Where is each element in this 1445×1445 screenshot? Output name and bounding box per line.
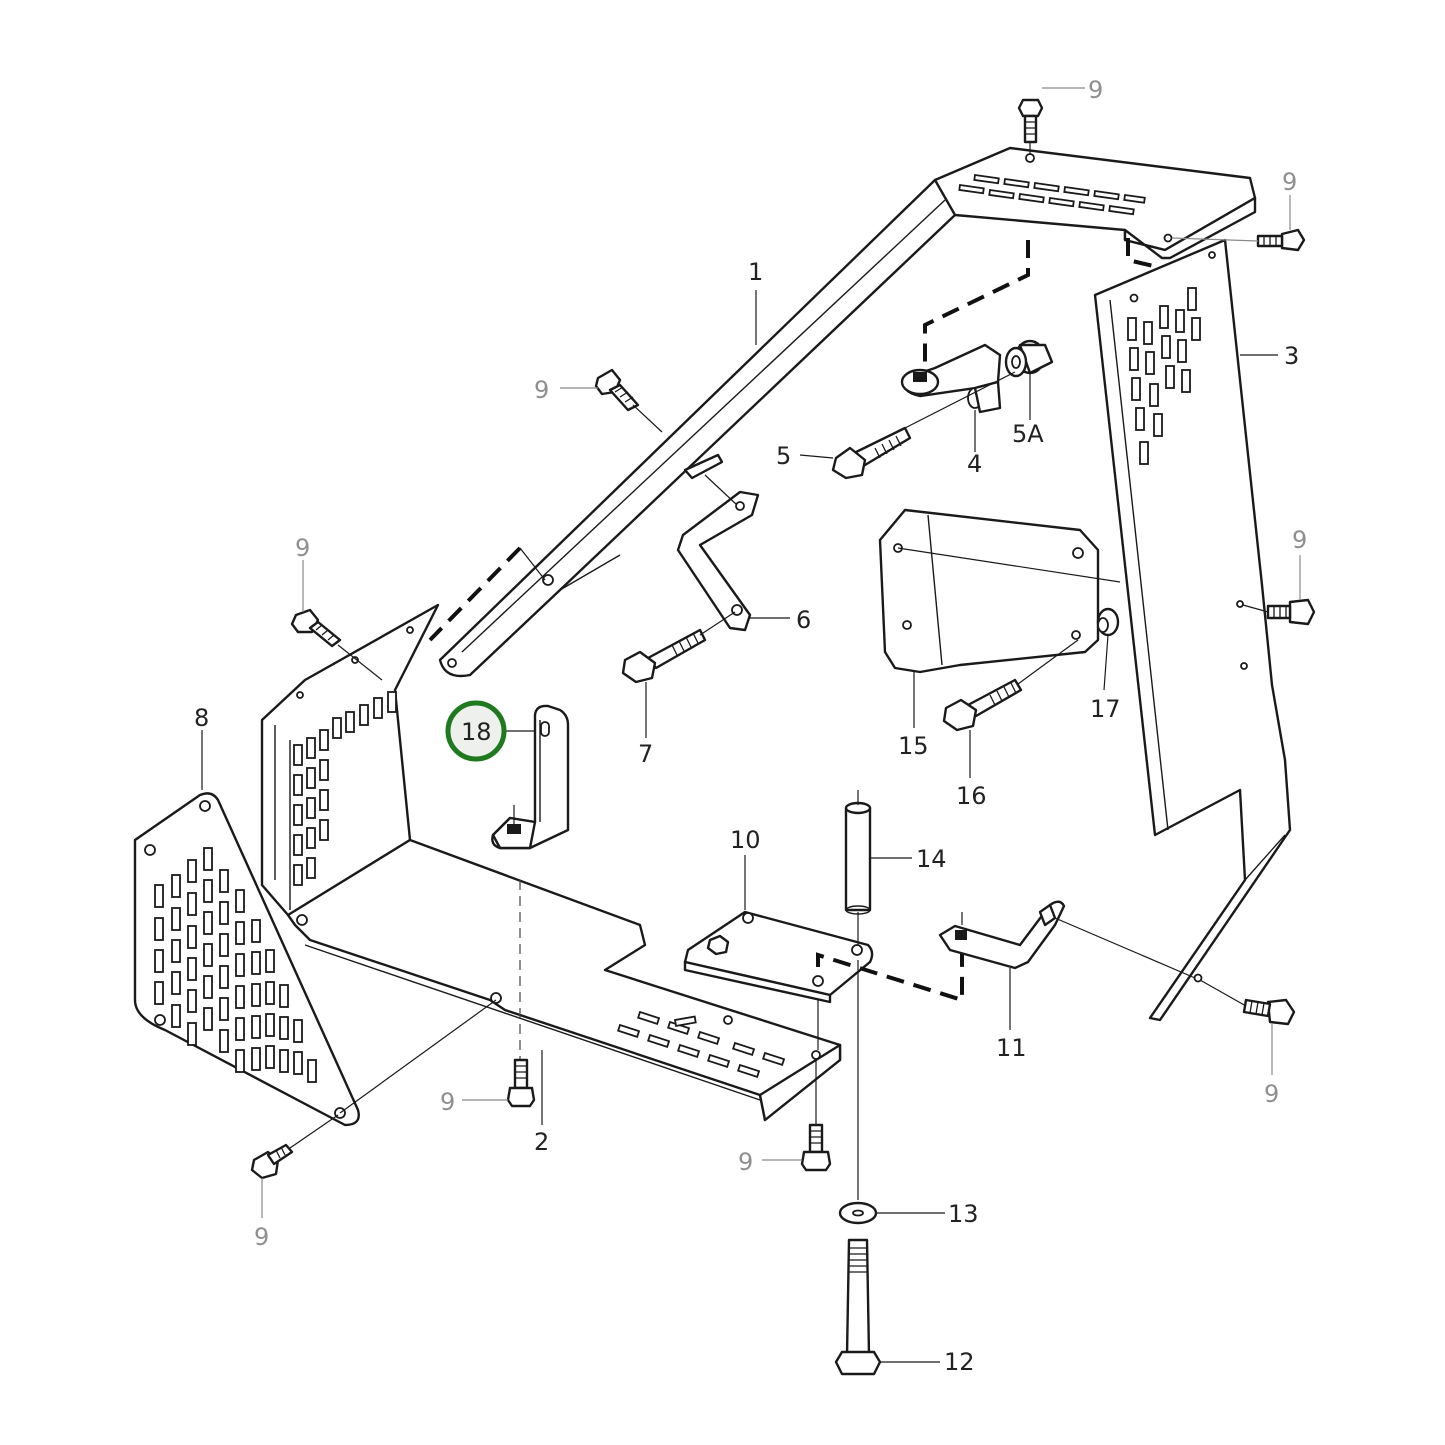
part-10-mounting-plate[interactable] <box>683 910 964 1050</box>
callout-2[interactable]: 2 <box>534 1128 549 1156</box>
callout-5a[interactable]: 5A <box>1012 420 1044 448</box>
callout-18[interactable]: 18 <box>461 718 492 746</box>
callout-9-left-panel[interactable]: 9 <box>295 534 310 562</box>
screw-9-top-right[interactable] <box>1171 228 1306 252</box>
part-7-bracket-bolt[interactable] <box>621 611 736 684</box>
part-15-gusset-plate[interactable] <box>878 508 1121 674</box>
screw-9-left-panel[interactable] <box>290 608 383 681</box>
callout-9-bottom-right[interactable]: 9 <box>1264 1080 1279 1108</box>
part-6-support-bracket[interactable] <box>676 453 760 632</box>
callout-12[interactable]: 12 <box>944 1348 975 1376</box>
screw-9-top[interactable] <box>1017 98 1044 155</box>
callout-15[interactable]: 15 <box>898 732 929 760</box>
part-18-l-bracket[interactable] <box>491 704 570 850</box>
callout-9-tube[interactable]: 9 <box>534 376 549 404</box>
callout-9-bottom-left[interactable]: 9 <box>254 1223 269 1251</box>
callout-leaders <box>201 87 1301 1363</box>
callout-labels: 1 2 3 4 5 5A 6 7 8 9 9 9 9 9 9 9 9 9 10 … <box>194 76 1307 1376</box>
callout-7[interactable]: 7 <box>638 740 653 768</box>
part-16-gusset-bolt[interactable] <box>942 639 1079 732</box>
callout-9-floor-left[interactable]: 9 <box>440 1088 455 1116</box>
part-4-hinge-bracket[interactable] <box>900 343 1002 414</box>
part-8-left-vent-plate[interactable] <box>133 792 497 1127</box>
part-5-hinge-bolt[interactable] <box>831 371 1016 480</box>
screw-9-bottom-left[interactable] <box>250 1114 339 1180</box>
callout-14[interactable]: 14 <box>916 845 947 873</box>
vent-plate-slots <box>154 847 317 1083</box>
screw-9-tube[interactable] <box>594 368 663 433</box>
callout-6[interactable]: 6 <box>796 606 811 634</box>
callout-9-top[interactable]: 9 <box>1088 76 1103 104</box>
left-wall-vent-slots <box>293 691 397 886</box>
deck-vent-slots <box>958 173 1146 216</box>
part-2-floor-pan[interactable] <box>260 603 842 1122</box>
callout-17[interactable]: 17 <box>1090 695 1121 723</box>
screw-9-floor-right[interactable] <box>800 1060 832 1172</box>
screw-9-floor-left[interactable] <box>506 1058 536 1108</box>
callout-11[interactable]: 11 <box>996 1034 1027 1062</box>
part-13-washer[interactable] <box>838 1201 878 1225</box>
floor-vent-slots <box>617 1010 786 1079</box>
side-panel-vent-slots <box>1127 287 1201 465</box>
screw-9-bottom-right[interactable] <box>1199 979 1296 1026</box>
callout-9-floor-right[interactable]: 9 <box>738 1148 753 1176</box>
highlight-ring-18 <box>445 700 507 762</box>
part-12-pivot-bolt[interactable] <box>834 1238 882 1376</box>
callout-9-right-side[interactable]: 9 <box>1292 526 1307 554</box>
screw-9-right-side[interactable] <box>1242 598 1316 626</box>
callout-16[interactable]: 16 <box>956 782 987 810</box>
callout-13[interactable]: 13 <box>948 1200 979 1228</box>
part-17-gusset-nut[interactable] <box>1096 607 1120 637</box>
part-5a-spacer-bushing[interactable] <box>1004 339 1054 378</box>
callout-3[interactable]: 3 <box>1284 342 1299 370</box>
part-1-frame-tube[interactable] <box>428 146 1257 678</box>
callout-8[interactable]: 8 <box>194 704 209 732</box>
callout-10[interactable]: 10 <box>730 826 761 854</box>
callout-9-top-right[interactable]: 9 <box>1282 168 1297 196</box>
callout-4[interactable]: 4 <box>967 450 982 478</box>
part-3-right-side-panel[interactable] <box>1093 238 1292 1022</box>
part-11-angle-bracket[interactable] <box>938 900 1196 979</box>
callout-5[interactable]: 5 <box>776 442 791 470</box>
callout-1[interactable]: 1 <box>748 258 763 286</box>
part-14-spacer-tube[interactable] <box>844 790 872 1200</box>
